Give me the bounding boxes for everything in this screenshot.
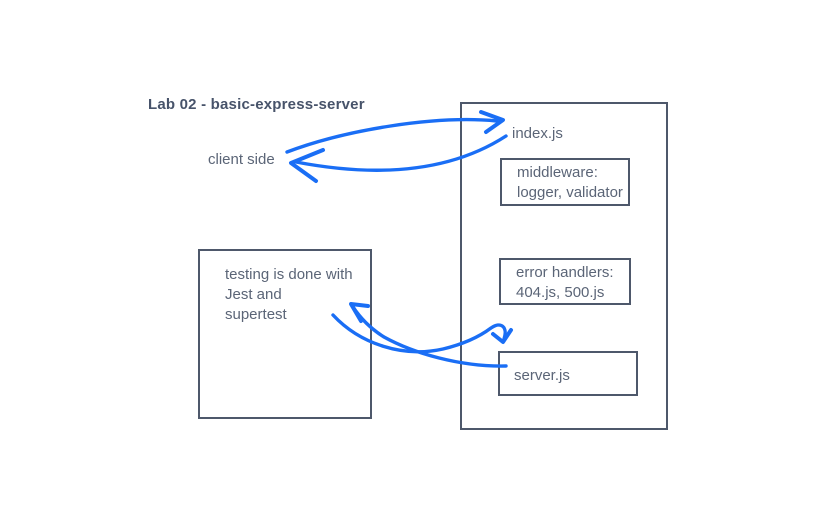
- server-container-box: [460, 102, 668, 430]
- diagram-title: Lab 02 - basic-express-server: [148, 96, 365, 113]
- server-js-box: server.js: [498, 351, 638, 396]
- middleware-line-2: logger, validator: [517, 184, 623, 201]
- error-handlers-box: error handlers: 404.js, 500.js: [499, 258, 631, 305]
- testing-note-box: testing is done with Jest and supertest: [198, 249, 372, 419]
- server-js-label: server.js: [514, 367, 570, 384]
- client-side-label: client side: [208, 151, 275, 168]
- testing-line-3: supertest: [225, 306, 287, 323]
- middleware-box: middleware: logger, validator: [500, 158, 630, 206]
- testing-line-1: testing is done with: [225, 266, 353, 283]
- error-handlers-line-2: 404.js, 500.js: [516, 284, 605, 301]
- middleware-line-1: middleware:: [517, 164, 598, 181]
- error-handlers-line-1: error handlers:: [516, 264, 614, 281]
- testing-line-2: Jest and: [225, 286, 282, 303]
- index-js-label: index.js: [512, 125, 563, 142]
